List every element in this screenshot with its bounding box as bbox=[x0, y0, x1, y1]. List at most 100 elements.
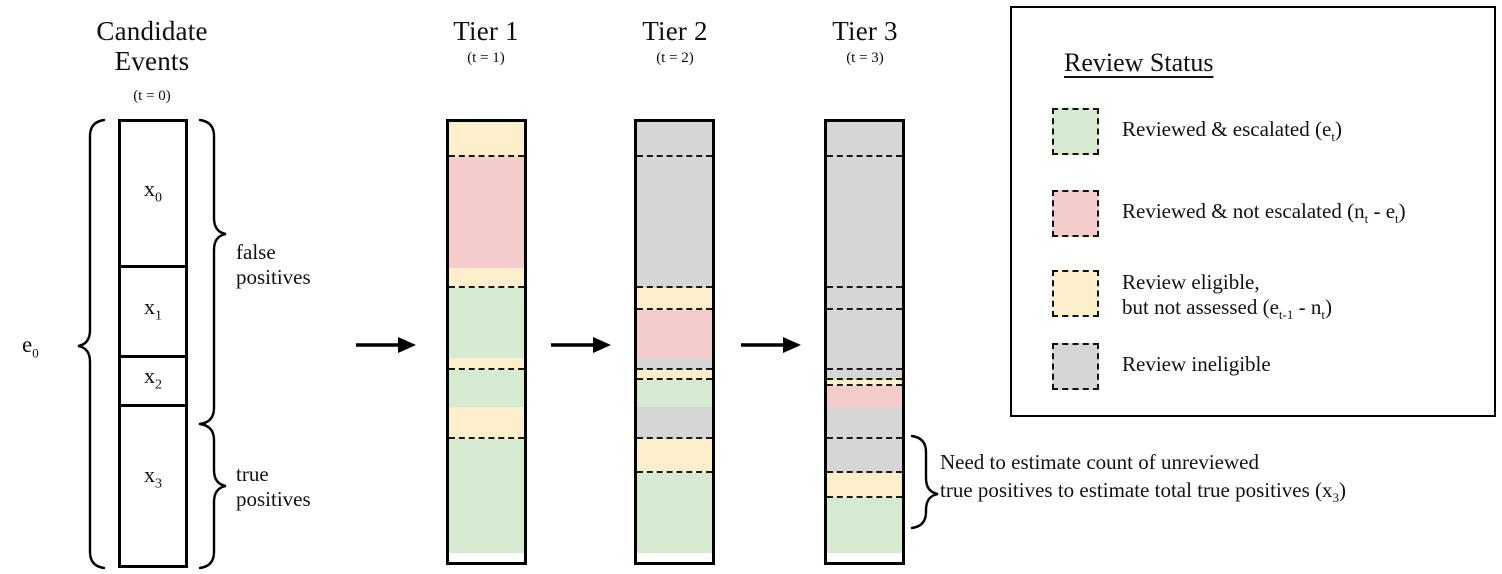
legend-label-0-text: Reviewed & escalated (e bbox=[1122, 117, 1332, 141]
tier-segment-green bbox=[637, 473, 712, 553]
tier-segment-gray bbox=[827, 122, 902, 157]
tier-segment-gray bbox=[827, 358, 902, 370]
tier-group-x3 bbox=[827, 407, 902, 553]
legend-item-review-eligible: Review eligible, but not assessed (et-1 … bbox=[1052, 270, 1332, 327]
brace-label-e0-text: e bbox=[22, 332, 33, 357]
legend-swatch-gray bbox=[1052, 343, 1099, 390]
legend-swatch-yellow bbox=[1052, 270, 1099, 317]
legend-label-2-text: Review eligible, but not assessed (e bbox=[1122, 270, 1279, 319]
tier-1-bar bbox=[446, 119, 527, 565]
tier-group-x0 bbox=[449, 122, 524, 268]
legend-label-1-post2: ) bbox=[1398, 199, 1406, 223]
tier-group-x2 bbox=[637, 358, 712, 407]
candidate-events-title-line2: Events bbox=[114, 46, 190, 76]
tier-1-subtitle: (t = 1) bbox=[467, 50, 505, 66]
tier-group-x3 bbox=[449, 407, 524, 553]
tier-segment-gray bbox=[637, 358, 712, 370]
legend-item-review-ineligible: Review ineligible bbox=[1052, 343, 1271, 390]
tier-segment-yellow bbox=[637, 439, 712, 473]
legend-label-reviewed-not-escalated: Reviewed & not escalated (nt - et) bbox=[1122, 190, 1406, 231]
tier-segment-yellow bbox=[637, 370, 712, 380]
tier-3-subtitle: (t = 3) bbox=[846, 50, 884, 66]
brace-label-e0-sub: 0 bbox=[32, 345, 39, 361]
candidate-events-title: Candidate Events bbox=[52, 16, 252, 76]
tier-segment-yellow bbox=[449, 122, 524, 157]
tier-segment-gray bbox=[827, 310, 902, 358]
legend-swatch-green bbox=[1052, 108, 1099, 155]
brace-annotation bbox=[910, 434, 939, 530]
legend-label-2-sub2: t bbox=[1321, 307, 1325, 323]
tier-segment-red bbox=[449, 157, 524, 268]
legend-label-0-post: ) bbox=[1334, 117, 1342, 141]
legend-label-0-sub: t bbox=[1331, 129, 1335, 145]
candidate-segment-x2: x2 bbox=[121, 358, 185, 407]
tier-segment-yellow bbox=[449, 407, 524, 439]
candidate-events-title-line1: Candidate bbox=[96, 16, 208, 46]
legend-label-2-post: - n bbox=[1293, 295, 1322, 319]
annotation-line-2: true positives to estimate total true po… bbox=[940, 478, 1347, 505]
tier-segment-gray bbox=[637, 268, 712, 288]
brace-label-true-positives: true positives bbox=[236, 462, 311, 511]
tier-1-title: Tier 1 bbox=[453, 16, 519, 46]
tier-group-x0 bbox=[827, 122, 902, 268]
candidate-events-stack: x0 x1 x2 x3 bbox=[118, 119, 188, 568]
tier-segment-green bbox=[449, 288, 524, 358]
legend-item-reviewed-not-escalated: Reviewed & not escalated (nt - et) bbox=[1052, 190, 1406, 237]
tier-segment-gray bbox=[827, 439, 902, 473]
legend-label-review-ineligible: Review ineligible bbox=[1122, 352, 1271, 376]
tier-segment-yellow bbox=[449, 358, 524, 370]
tier-segment-gray bbox=[637, 157, 712, 268]
tier-group-x2 bbox=[449, 358, 524, 407]
annotation-line-2-post: ) bbox=[1339, 478, 1347, 502]
tier-segment-gray bbox=[827, 288, 902, 310]
tier-2-bar bbox=[634, 119, 715, 565]
brace-label-false-positives: false positives bbox=[236, 240, 311, 289]
tier-group-x1 bbox=[449, 268, 524, 358]
legend-title: Review Status bbox=[1064, 48, 1214, 77]
tier-segment-red bbox=[637, 310, 712, 358]
candidate-segment-label-x1: x1 bbox=[144, 293, 162, 324]
tier-3-bar bbox=[824, 119, 905, 565]
legend-label-1-sub: t bbox=[1364, 211, 1369, 227]
tier-segment-green bbox=[827, 498, 902, 553]
arrow-tier2-to-tier3 bbox=[741, 337, 801, 353]
tier-segment-gray bbox=[637, 122, 712, 157]
tier-segment-gray bbox=[827, 370, 902, 380]
tier-segment-yellow bbox=[449, 268, 524, 288]
annotation-line-2-pre: true positives to estimate total true po… bbox=[940, 478, 1333, 502]
brace-true-positives bbox=[198, 422, 227, 570]
legend-label-review-eligible: Review eligible, but not assessed (et-1 … bbox=[1122, 270, 1332, 327]
tier-segment-gray bbox=[827, 157, 902, 268]
candidate-segment-x3: x3 bbox=[121, 407, 185, 553]
annotation-line-1: Need to estimate count of unreviewed bbox=[940, 450, 1259, 474]
legend-swatch-red bbox=[1052, 190, 1099, 237]
tier-segment-yellow bbox=[827, 380, 902, 386]
tier-group-x0 bbox=[637, 122, 712, 268]
brace-false-positives bbox=[198, 118, 227, 426]
tier-group-x1 bbox=[637, 268, 712, 358]
tier-segment-green bbox=[449, 439, 524, 553]
legend-label-2-sub: t-1 bbox=[1278, 307, 1294, 323]
annotation-text: Need to estimate count of unreviewed tru… bbox=[940, 448, 1410, 512]
tier-segment-yellow bbox=[827, 473, 902, 498]
brace-e0 bbox=[77, 118, 106, 570]
tier-2-title: Tier 2 bbox=[642, 16, 708, 46]
legend-label-1-sub2: t bbox=[1395, 211, 1399, 227]
tier-segment-gray bbox=[637, 407, 712, 439]
brace-label-e0: e0 bbox=[22, 332, 39, 366]
arrow-candidate-to-tier1 bbox=[356, 337, 416, 353]
tier-segment-yellow bbox=[637, 288, 712, 310]
candidate-segment-label-x2: x2 bbox=[144, 363, 162, 393]
tier-segment-gray bbox=[827, 407, 902, 439]
legend-panel: Review Status Reviewed & escalated (et) … bbox=[1010, 6, 1496, 417]
tier-group-x2 bbox=[827, 358, 902, 407]
candidate-segment-x0: x0 bbox=[121, 122, 185, 268]
candidate-segment-x1: x1 bbox=[121, 268, 185, 358]
tier-2-subtitle: (t = 2) bbox=[656, 50, 694, 66]
candidate-segment-label-x3: x3 bbox=[144, 462, 162, 492]
candidate-events-subtitle: (t = 0) bbox=[133, 88, 171, 104]
tier-group-x3 bbox=[637, 407, 712, 553]
legend-item-reviewed-escalated: Reviewed & escalated (et) bbox=[1052, 108, 1342, 155]
legend-label-1-text: Reviewed & not escalated (n bbox=[1122, 199, 1365, 223]
candidate-segment-label-x0: x0 bbox=[144, 175, 162, 206]
